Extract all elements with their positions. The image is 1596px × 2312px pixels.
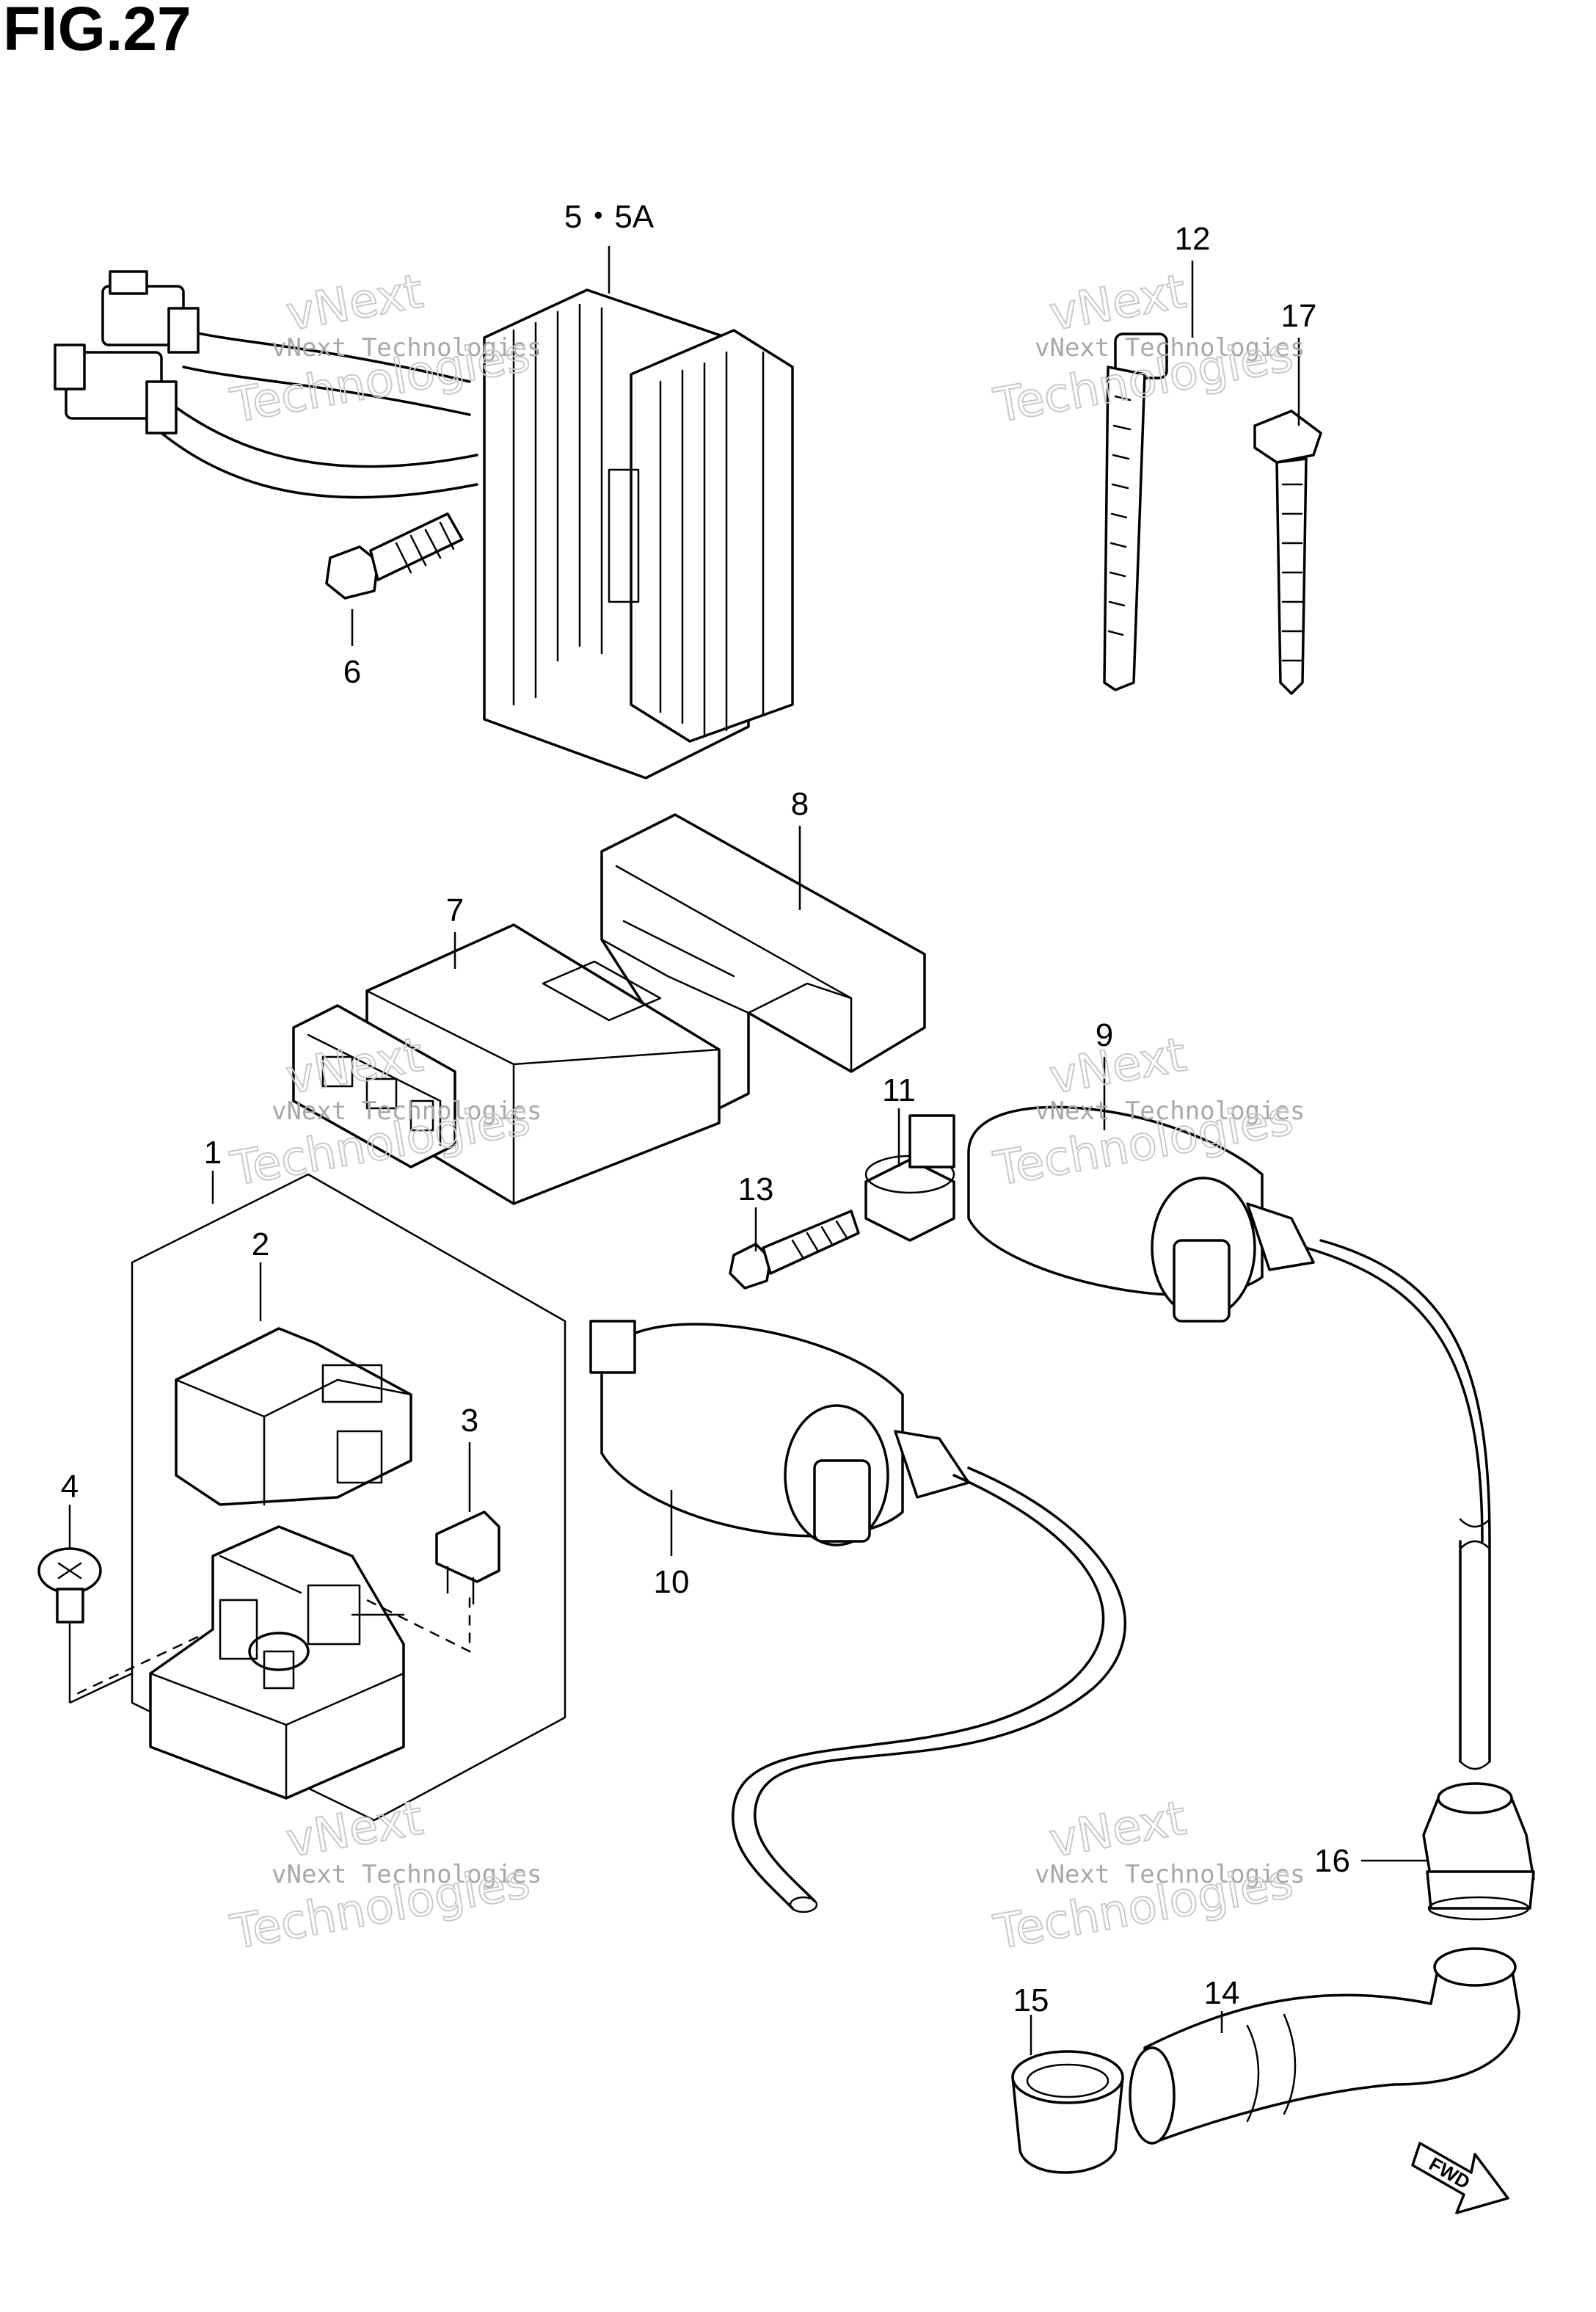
fwd-arrow: FWD bbox=[1411, 2142, 1509, 2214]
watermark-top-right: vNext Technologies vNext Technologies bbox=[989, 263, 1305, 435]
callout-10: 10 bbox=[654, 1564, 690, 1600]
cdi-unit-7[interactable] bbox=[292, 923, 721, 1205]
connector-upper bbox=[101, 270, 200, 354]
spacer-11[interactable] bbox=[864, 1155, 955, 1242]
watermark-bottom-right: vNext Technologies vNext Technologies bbox=[989, 1790, 1305, 1961]
watermark-text: vNext Technologies bbox=[1035, 1860, 1305, 1889]
callout-4: 4 bbox=[61, 1469, 79, 1505]
watermark-outline-text: vNext bbox=[1046, 1791, 1190, 1868]
callout-3: 3 bbox=[461, 1403, 478, 1439]
callout-13: 13 bbox=[738, 1171, 774, 1207]
ignition-coil-10[interactable] bbox=[589, 1320, 1127, 1913]
leader-lines bbox=[68, 246, 1427, 2055]
callout-17: 17 bbox=[1281, 298, 1317, 334]
callout-7: 7 bbox=[446, 893, 464, 928]
ignition-coil-9[interactable] bbox=[908, 1105, 1491, 1770]
callout-11: 11 bbox=[882, 1072, 916, 1108]
cable-tie-12[interactable] bbox=[1103, 332, 1168, 691]
plug-cap-14[interactable] bbox=[1129, 1947, 1520, 2145]
callout-2: 2 bbox=[252, 1226, 269, 1262]
bolt-13[interactable] bbox=[729, 1210, 860, 1290]
watermark-outline-text: vNext bbox=[1046, 264, 1190, 341]
callout-16: 16 bbox=[1314, 1843, 1350, 1879]
watermark-text: vNext Technologies bbox=[272, 1860, 542, 1889]
regulator-rectifier[interactable] bbox=[54, 270, 794, 779]
connector-lower bbox=[54, 343, 178, 435]
watermark-text: vNext Technologies bbox=[1035, 1097, 1305, 1126]
watermark-outline-text: vNext bbox=[283, 1791, 427, 1868]
grommet-16[interactable] bbox=[1422, 1782, 1535, 1921]
starter-relay-assembly-1[interactable] bbox=[73, 1173, 566, 1822]
callout-12: 12 bbox=[1175, 221, 1211, 257]
watermark-bottom-left: vNext Technologies vNext Technologies bbox=[226, 1790, 542, 1961]
callout-9: 9 bbox=[1096, 1017, 1113, 1053]
watermark-outline-text: vNext bbox=[283, 264, 427, 341]
clamp-tie-17[interactable] bbox=[1253, 410, 1322, 695]
bolt-6[interactable] bbox=[325, 512, 464, 600]
watermark-outline-text: vNext bbox=[1046, 1028, 1190, 1105]
seal-ring-15[interactable] bbox=[1011, 2050, 1124, 2174]
callout-1: 1 bbox=[204, 1135, 222, 1171]
callout-14: 14 bbox=[1204, 1975, 1240, 2011]
callout-8: 8 bbox=[791, 786, 809, 822]
callout-5: 5・5A bbox=[564, 199, 655, 235]
callout-6: 6 bbox=[343, 654, 361, 690]
watermark-text: vNext Technologies bbox=[1035, 333, 1305, 363]
watermark-text: vNext Technologies bbox=[272, 333, 542, 363]
callout-15: 15 bbox=[1013, 1982, 1049, 2018]
watermark-text: vNext Technologies bbox=[272, 1097, 542, 1126]
screw-4[interactable] bbox=[37, 1547, 133, 1704]
figure-title: FIG.27 bbox=[3, 0, 192, 63]
